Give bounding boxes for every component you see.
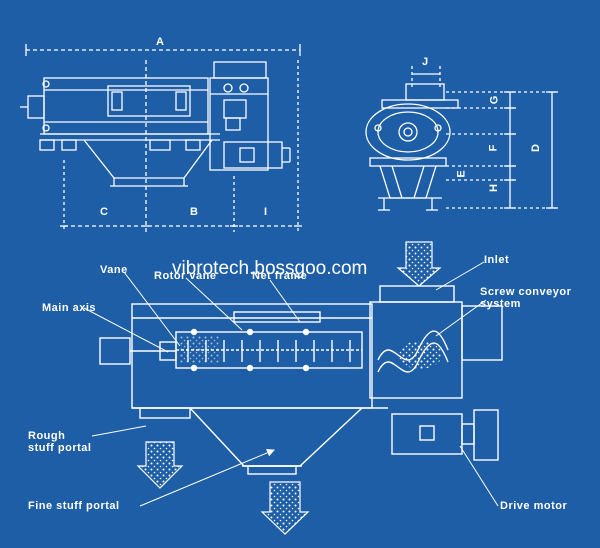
dim-b: B: [190, 206, 198, 218]
watermark-text: vibrotech.bossgoo.com: [172, 258, 368, 279]
label-rough-line1: Rough: [28, 430, 66, 442]
dim-f: F: [487, 144, 500, 152]
dim-a: A: [156, 36, 164, 48]
label-screw-conveyor-line1: Screw conveyor: [480, 286, 572, 298]
label-inlet: Inlet: [484, 254, 510, 266]
rough-outlet-arrow: [136, 441, 184, 489]
dim-d: D: [529, 144, 542, 152]
leader-lines: [83, 261, 499, 507]
dim-c: C: [100, 206, 108, 218]
dim-e: E: [455, 170, 468, 178]
material-flow: [136, 241, 442, 535]
label-fine-stuff-portal: Fine stuff portal: [28, 500, 120, 512]
label-vane: Vane: [100, 264, 128, 276]
fine-outlet-arrow: [260, 481, 310, 535]
label-rotor-vane: Rotor vane: [154, 270, 217, 282]
label-main-axis: Main axis: [42, 302, 97, 314]
dim-h: H: [487, 184, 500, 192]
dim-j: J: [422, 56, 429, 68]
dim-g: G: [488, 95, 501, 105]
dim-i: I: [264, 206, 268, 218]
inlet-arrow: [396, 241, 442, 287]
cross-section: [99, 285, 503, 475]
label-screw-conveyor-line2: system: [480, 298, 521, 310]
label-net-frame: Net frame: [252, 270, 308, 282]
label-drive-motor: Drive motor: [500, 500, 568, 512]
side-view: [20, 44, 302, 232]
label-rough-line2: stuff portal: [28, 442, 92, 454]
end-view: [365, 66, 558, 211]
